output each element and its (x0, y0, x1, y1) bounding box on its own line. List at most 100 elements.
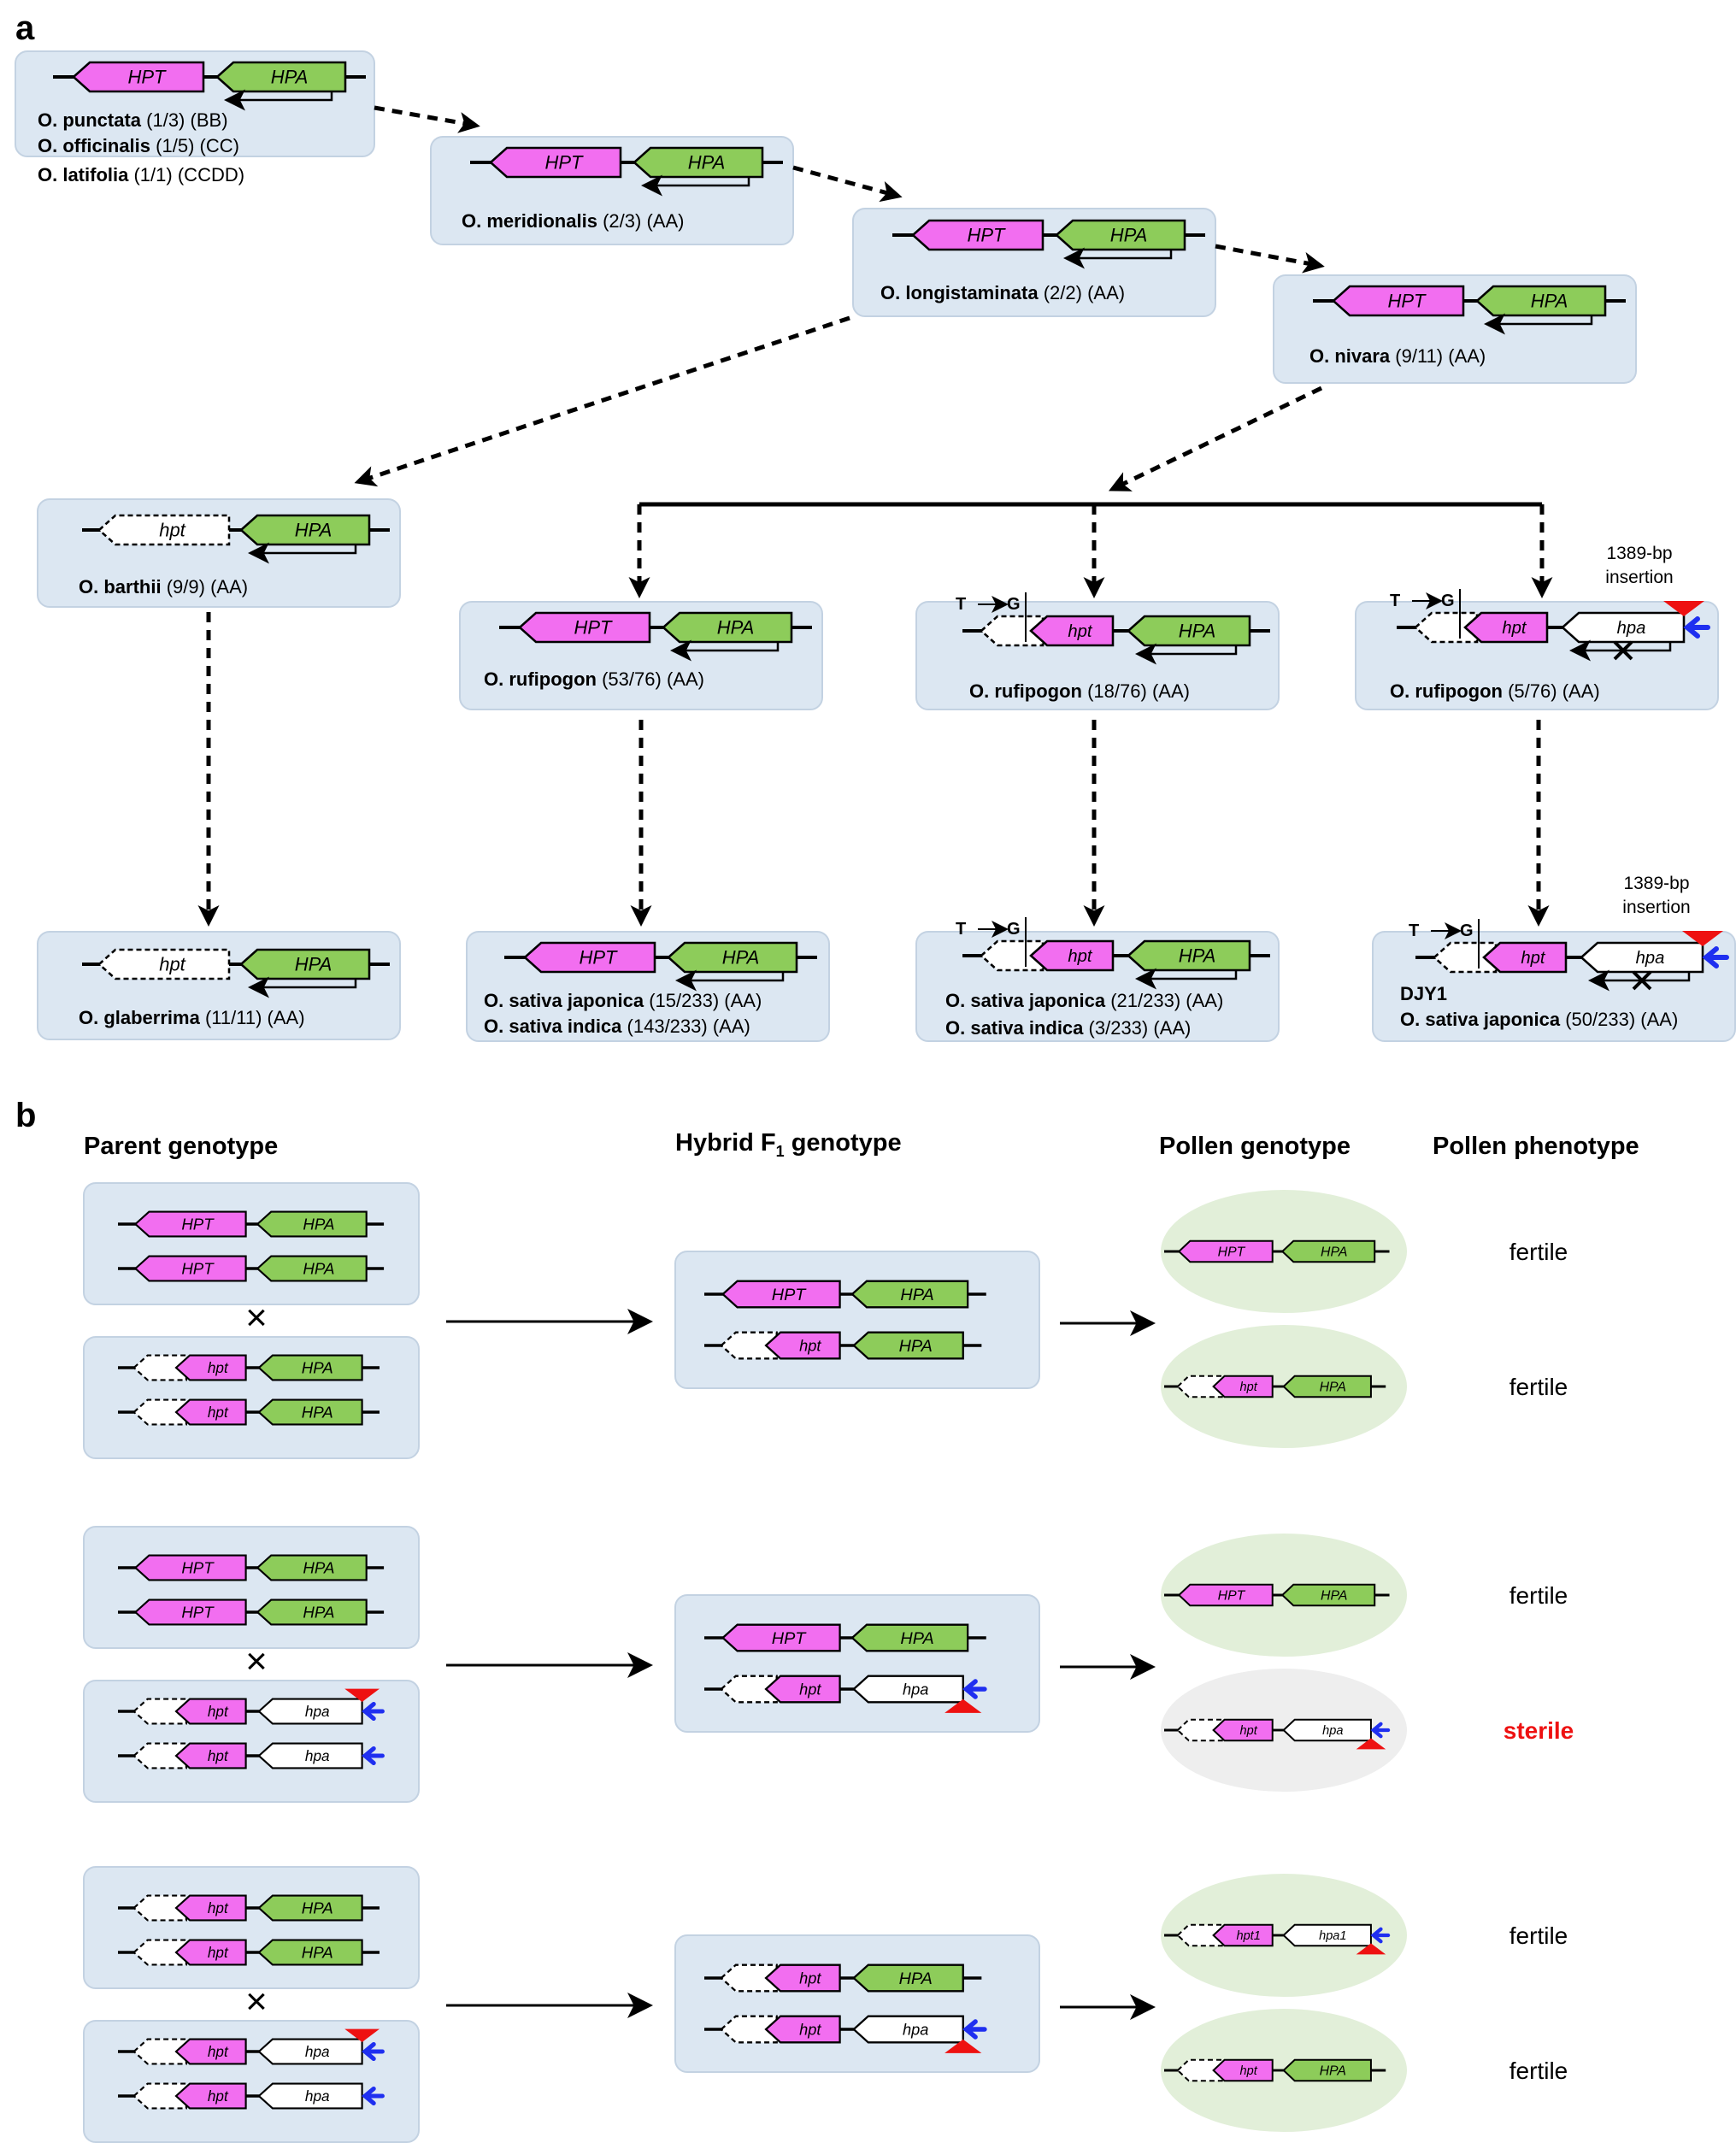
label-part: (15/233) (649, 990, 719, 1011)
hpa-gene-label: HPA (1179, 621, 1216, 642)
hpt-gene (133, 1210, 247, 1238)
hpt-gene-label: hpt1 (1236, 1929, 1260, 1943)
hpt-gene-label: HPT (580, 947, 619, 968)
label-part: (18/76) (1087, 680, 1147, 702)
insertion-label: insertion (1622, 898, 1690, 917)
hpt-gene-label: hpt (208, 1747, 229, 1764)
transcript-arrow (248, 976, 357, 998)
label-part: (2/2) (1044, 282, 1082, 303)
hpa-gene-label: HPA (1179, 945, 1216, 967)
hpa-gene-label: HPA (688, 152, 726, 174)
phenotype-fertile: fertile (1509, 1374, 1568, 1400)
hybrid-genotype-header: Hybrid F1 genotype (675, 1129, 902, 1160)
hpt-gene-label: hpt (1502, 619, 1527, 638)
hpa-mutant-gene-label: hpa (305, 2087, 330, 2105)
insertion-label: insertion (1605, 568, 1673, 587)
label-part: (AA) (210, 576, 248, 598)
hpt-gene (1332, 285, 1465, 317)
parent1-box (83, 1182, 420, 1305)
hpt-gene-label: hpt (799, 1680, 821, 1698)
label-part: O. rufipogon (1390, 680, 1503, 702)
primer-arrow (1370, 1722, 1391, 1739)
hpt-deleted-gene-label: hpt (159, 954, 185, 975)
hpt-gene (911, 219, 1045, 251)
primer-arrow (1702, 946, 1729, 968)
label-part: (143/233) (627, 1016, 708, 1037)
hpa-gene (667, 941, 798, 974)
label-part: (AA) (713, 1016, 750, 1037)
deleted-segment (1176, 1923, 1223, 1947)
hpa-gene-label: HPA (1321, 1245, 1347, 1260)
label-part: Hybrid F (675, 1129, 776, 1157)
lineage-arrow (792, 165, 903, 203)
label-part: (AA) (1152, 680, 1190, 702)
species-label: O. sativa japonica (50/233) (AA) (1400, 1009, 1678, 1030)
label-part: (9/11) (1395, 345, 1443, 367)
hpt-deleted-gene-label: hpt (159, 520, 185, 541)
arrows (197, 105, 1553, 2020)
hpa-gene-label: HPA (302, 1404, 333, 1422)
hpa-mutant-gene-label: hpa (1636, 949, 1665, 968)
hpt-gene-label: hpt (1240, 1381, 1258, 1394)
species-label: O. glaberrima (11/11) (AA) (79, 1007, 305, 1028)
species-label: O. meridionalis (2/3) (AA) (462, 210, 684, 232)
hpa-gene-label: HPA (303, 1216, 334, 1233)
hpt-gene (523, 941, 656, 974)
deleted-segment (720, 1963, 778, 1993)
species-label: O. barthii (9/9) (AA) (79, 576, 248, 598)
hpt-gene-label: hpt (799, 1336, 821, 1354)
species-label: O. punctata (1/3) (BB) (38, 109, 228, 131)
hpa-mutant-gene-label: hpa (903, 1680, 928, 1698)
hpt-gene-label: hpt (208, 1899, 229, 1916)
hpt-gene-label: HPT (574, 617, 614, 639)
primer-arrow (962, 2019, 987, 2040)
hpt-gene-label: hpt (208, 1404, 229, 1421)
hpt-gene-label: hpt (1068, 622, 1093, 641)
label-part: O. nivara (1309, 345, 1391, 367)
hpt-gene (489, 146, 622, 179)
species-label: O. officinalis (1/5) (CC) (38, 135, 239, 156)
label-part: (AA) (1640, 1009, 1678, 1030)
transcript-arrow (224, 89, 333, 111)
label-part: 1 (776, 1143, 785, 1160)
pollen-phenotype-header: Pollen phenotype (1433, 1133, 1639, 1160)
hpt-gene-label: HPT (128, 67, 168, 88)
hpa-gene (662, 611, 793, 644)
species-label: O. rufipogon (18/76) (AA) (969, 680, 1190, 702)
phenotype-fertile: fertile (1509, 1239, 1568, 1265)
deleted-segment (720, 1675, 778, 1704)
hpa-gene-label: HPA (1320, 1381, 1346, 1395)
label-part: O. longistaminata (880, 282, 1039, 303)
hpt-gene (133, 1598, 247, 1626)
lineage-arrow (354, 315, 850, 487)
mutation-to: G (1460, 921, 1474, 940)
hpa-gene-label: HPA (899, 1969, 933, 1988)
insertion-marker (1356, 1943, 1386, 1955)
transcript-arrow (641, 174, 750, 197)
label-part: (21/233) (1110, 990, 1180, 1011)
label-part: (AA) (1153, 1017, 1191, 1039)
label-part: (5/76) (1508, 680, 1557, 702)
hpa-mutant-gene-label: hpa (305, 1703, 330, 1720)
label-part: O. barthii (79, 576, 162, 598)
primer-arrow (362, 1746, 385, 1766)
hpt-gene-label: hpt (208, 1703, 229, 1720)
parent2-box (83, 1680, 420, 1803)
hpt-gene-label: HPT (181, 1260, 215, 1278)
label-part: (1/1) (133, 164, 172, 185)
blocked-transcription-mark (1632, 970, 1652, 991)
hpt-gene-label: HPT (1218, 1589, 1246, 1604)
label-part: (50/233) (1565, 1009, 1635, 1030)
hpa-gene-label: HPA (271, 67, 309, 88)
hpa-gene (256, 1554, 368, 1581)
hpa-gene (850, 1280, 969, 1309)
hpa-gene (850, 1623, 969, 1652)
hpa-gene-label: HPA (295, 954, 332, 975)
hpt-gene-label: hpt (208, 1944, 229, 1961)
hpa-gene-label: HPA (295, 520, 332, 541)
label-part: O. latifolia (38, 164, 129, 185)
label-part: (53/76) (602, 668, 662, 690)
hpa-gene (633, 146, 764, 179)
hpt-gene-label: hpt (1068, 947, 1093, 966)
phenotype-fertile: fertile (1509, 1582, 1568, 1609)
